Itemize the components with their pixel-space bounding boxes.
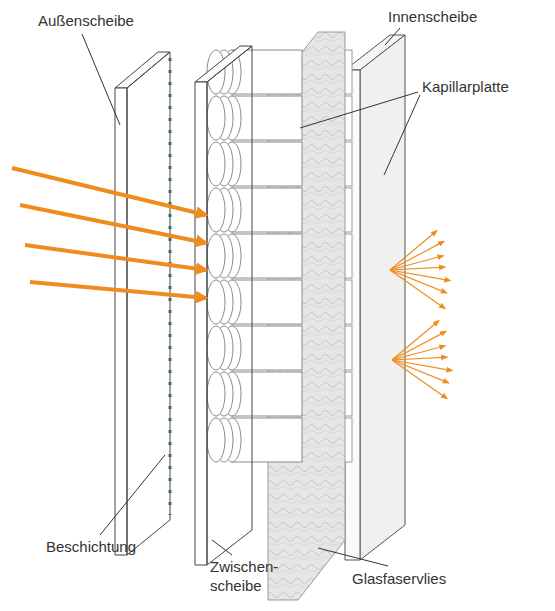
coating: [169, 58, 172, 515]
part-label: Kapillarplatte: [422, 78, 509, 97]
incoming-light: [12, 168, 206, 298]
outer-pane: [115, 52, 170, 555]
part-label: Beschichtung: [46, 538, 136, 557]
part-label: Innenscheibe: [388, 8, 477, 27]
part-label: Glasfaservlies: [352, 570, 446, 589]
part-label: Außenscheibe: [38, 12, 134, 31]
intermediate-pane: [195, 46, 252, 565]
leader-lines: [82, 28, 420, 566]
part-label: Zwischen- scheibe: [210, 558, 288, 596]
inner-pane: [345, 35, 405, 560]
capillary-tubes-front: [207, 50, 302, 462]
scattered-light: [390, 231, 452, 399]
